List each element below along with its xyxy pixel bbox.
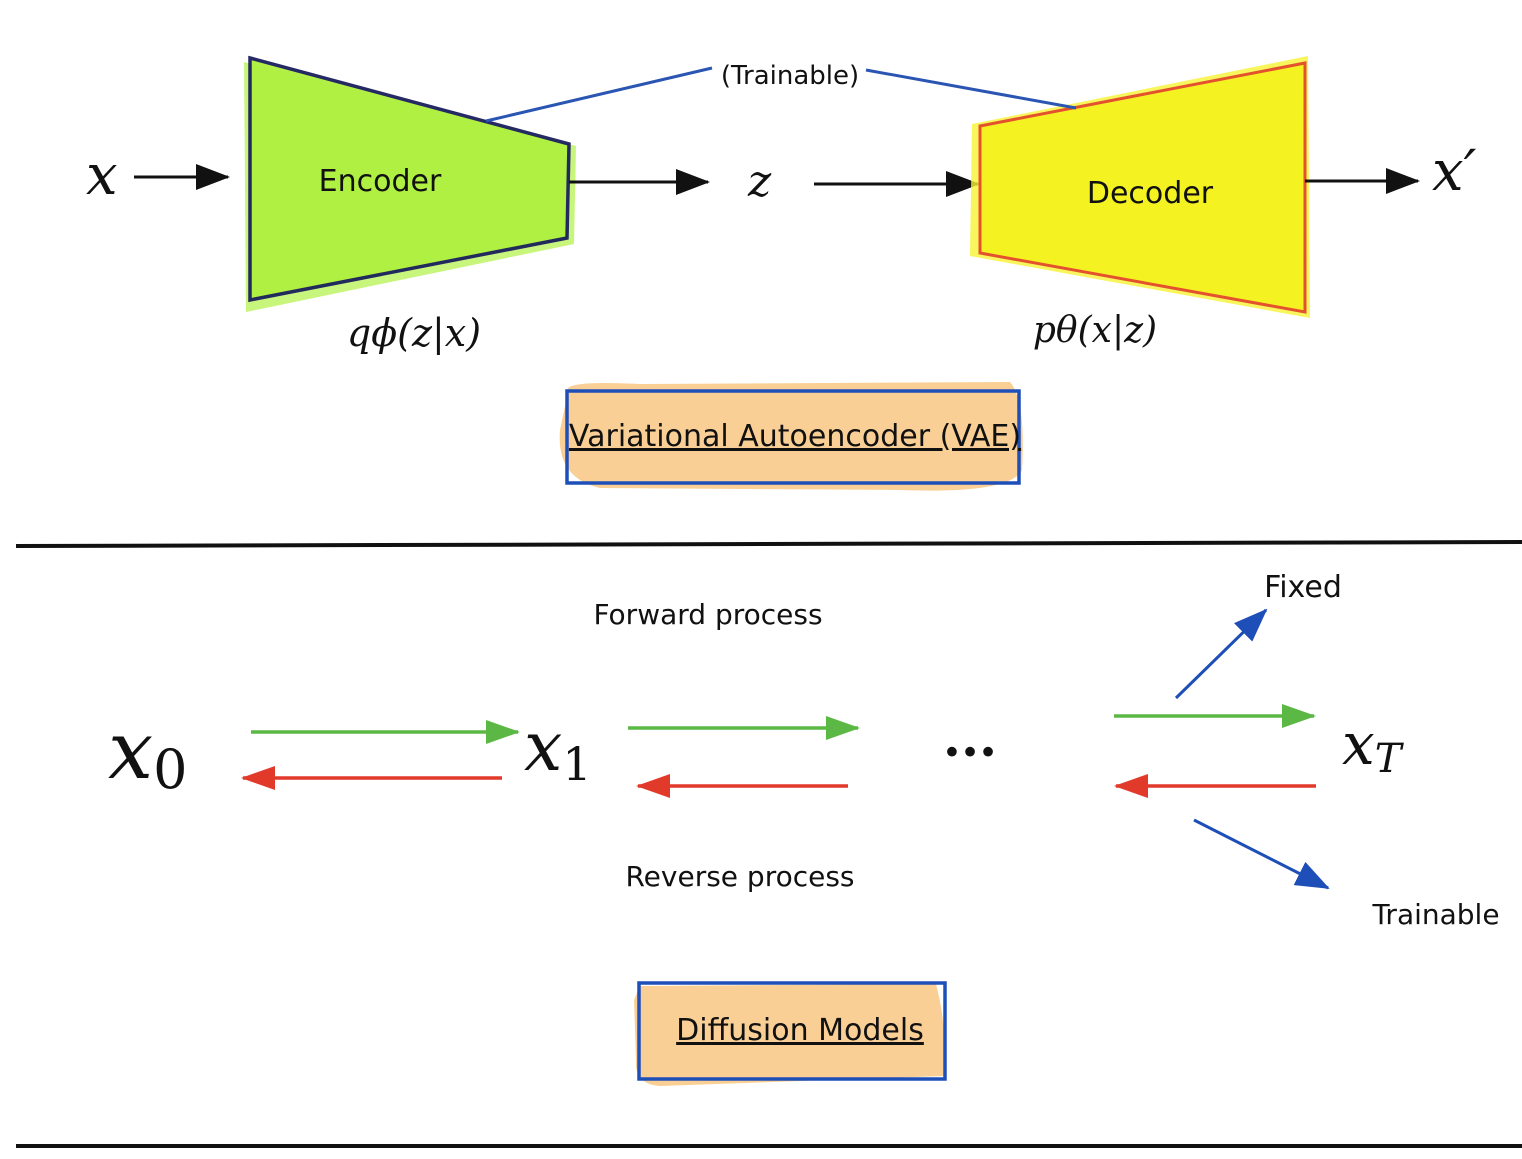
vae-latent-var: z bbox=[747, 156, 772, 207]
state-xT-sub: T bbox=[1375, 736, 1405, 782]
decoder-distribution: pθ(x|z) bbox=[1033, 310, 1157, 351]
state-xT: xT bbox=[1342, 710, 1405, 782]
vae-title-highlight bbox=[559, 382, 1023, 491]
state-xT-base: x bbox=[1342, 710, 1375, 778]
section-divider bbox=[15, 540, 1522, 548]
reverse-process-label: Reverse process bbox=[625, 860, 854, 893]
fixed-pointer-arrow bbox=[1174, 608, 1268, 700]
trainable-callout-encoder bbox=[485, 66, 713, 123]
diffusion-title-highlight bbox=[634, 984, 945, 1086]
diffusion-title-box bbox=[637, 981, 947, 1081]
diffusion-title: Diffusion Models bbox=[676, 1013, 924, 1048]
vae-trainable-label: (Trainable) bbox=[721, 61, 859, 91]
encoder-label: Encoder bbox=[319, 164, 442, 199]
state-x0-base: x bbox=[108, 704, 153, 797]
vae-input-var: x bbox=[86, 143, 118, 208]
state-x0: x0 bbox=[108, 704, 187, 801]
trainable-callout-decoder bbox=[865, 68, 1077, 110]
state-x1: x1 bbox=[524, 708, 592, 791]
state-x0-sub: 0 bbox=[153, 738, 187, 801]
diffusion-section: Forward process x0 x1 ··· xT Reverse pro… bbox=[108, 570, 1500, 1086]
trainable-pointer-arrow bbox=[1193, 818, 1330, 890]
forward-process-label: Forward process bbox=[593, 598, 822, 631]
vae-output-var: x′ bbox=[1432, 139, 1477, 204]
vae-title: Variational Autoencoder (VAE) bbox=[569, 419, 1021, 454]
vae-section: x Encoder z Decoder x′ (Trainable) qϕ(z|… bbox=[86, 55, 1477, 491]
encoder-distribution: qϕ(z|x) bbox=[347, 311, 481, 355]
state-x1-base: x bbox=[524, 708, 562, 787]
decoder-label: Decoder bbox=[1087, 176, 1214, 211]
fixed-label: Fixed bbox=[1264, 570, 1342, 605]
ellipsis: ··· bbox=[943, 722, 997, 783]
state-x1-sub: 1 bbox=[562, 737, 591, 791]
encoder-block bbox=[248, 55, 571, 303]
diffusion-trainable-label: Trainable bbox=[1371, 898, 1499, 931]
decoder-block bbox=[978, 61, 1307, 314]
vae-title-box bbox=[565, 389, 1021, 485]
